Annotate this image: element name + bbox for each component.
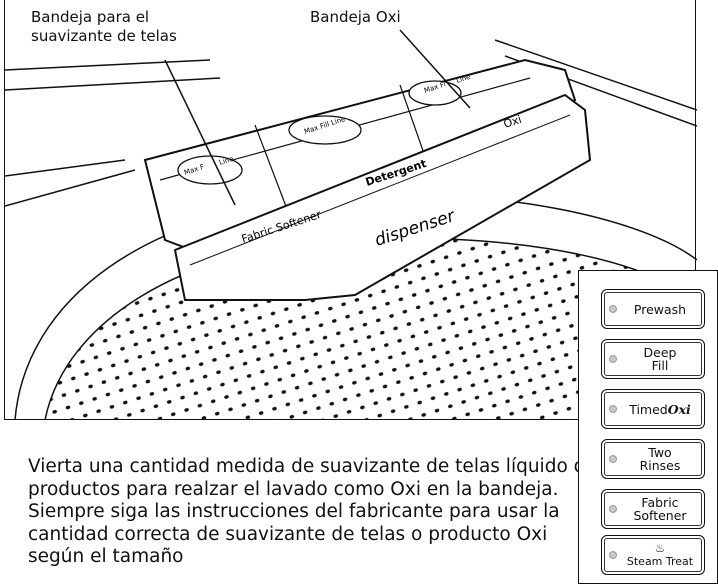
instruction-text: Vierta una cantidad medida de suavizante… [28, 456, 585, 567]
oxi-tray-callout: Bandeja Oxi [310, 8, 401, 26]
prewash-label: Prewash [633, 301, 687, 317]
steam-treat-label-wrap: ♨ Steam Treat [620, 536, 700, 574]
steam-treat-indicator-light [609, 551, 617, 559]
prewash-button[interactable]: Prewash [601, 289, 705, 329]
deep-fill-button[interactable]: Deep Fill [601, 339, 705, 379]
prewash-indicator-light [609, 305, 617, 313]
oxi-compartment-label: Oxi [502, 113, 523, 131]
fabric-softener-label: Fabric Softener [633, 495, 687, 523]
softener-tray-callout: Bandeja para el suavizante de telas [31, 8, 177, 45]
two-rinses-indicator-light [609, 455, 617, 463]
fabric-softener-button[interactable]: Fabric Softener [601, 489, 705, 529]
steam-icon: ♨ [654, 541, 666, 555]
timed-oxi-label-oxi: Oxi [667, 401, 691, 417]
steam-treat-label: Steam Treat [626, 555, 694, 568]
timed-oxi-indicator-light [609, 405, 617, 413]
deep-fill-label: Deep Fill [643, 345, 677, 373]
timed-oxi-label-prefix: Timed [629, 401, 668, 417]
two-rinses-label: Two Rinses [639, 445, 681, 473]
fabric-softener-indicator-light [609, 505, 617, 513]
steam-treat-button[interactable]: ♨ Steam Treat [601, 535, 705, 575]
deep-fill-indicator-light [609, 355, 617, 363]
dispenser-illustration: Fabric Softener Detergent Oxi dispenser … [4, 0, 697, 420]
dispenser-drawing: Fabric Softener Detergent Oxi dispenser … [5, 29, 697, 420]
two-rinses-button[interactable]: Two Rinses [601, 439, 705, 479]
instruction-paragraph: Vierta una cantidad medida de suavizante… [28, 456, 588, 569]
